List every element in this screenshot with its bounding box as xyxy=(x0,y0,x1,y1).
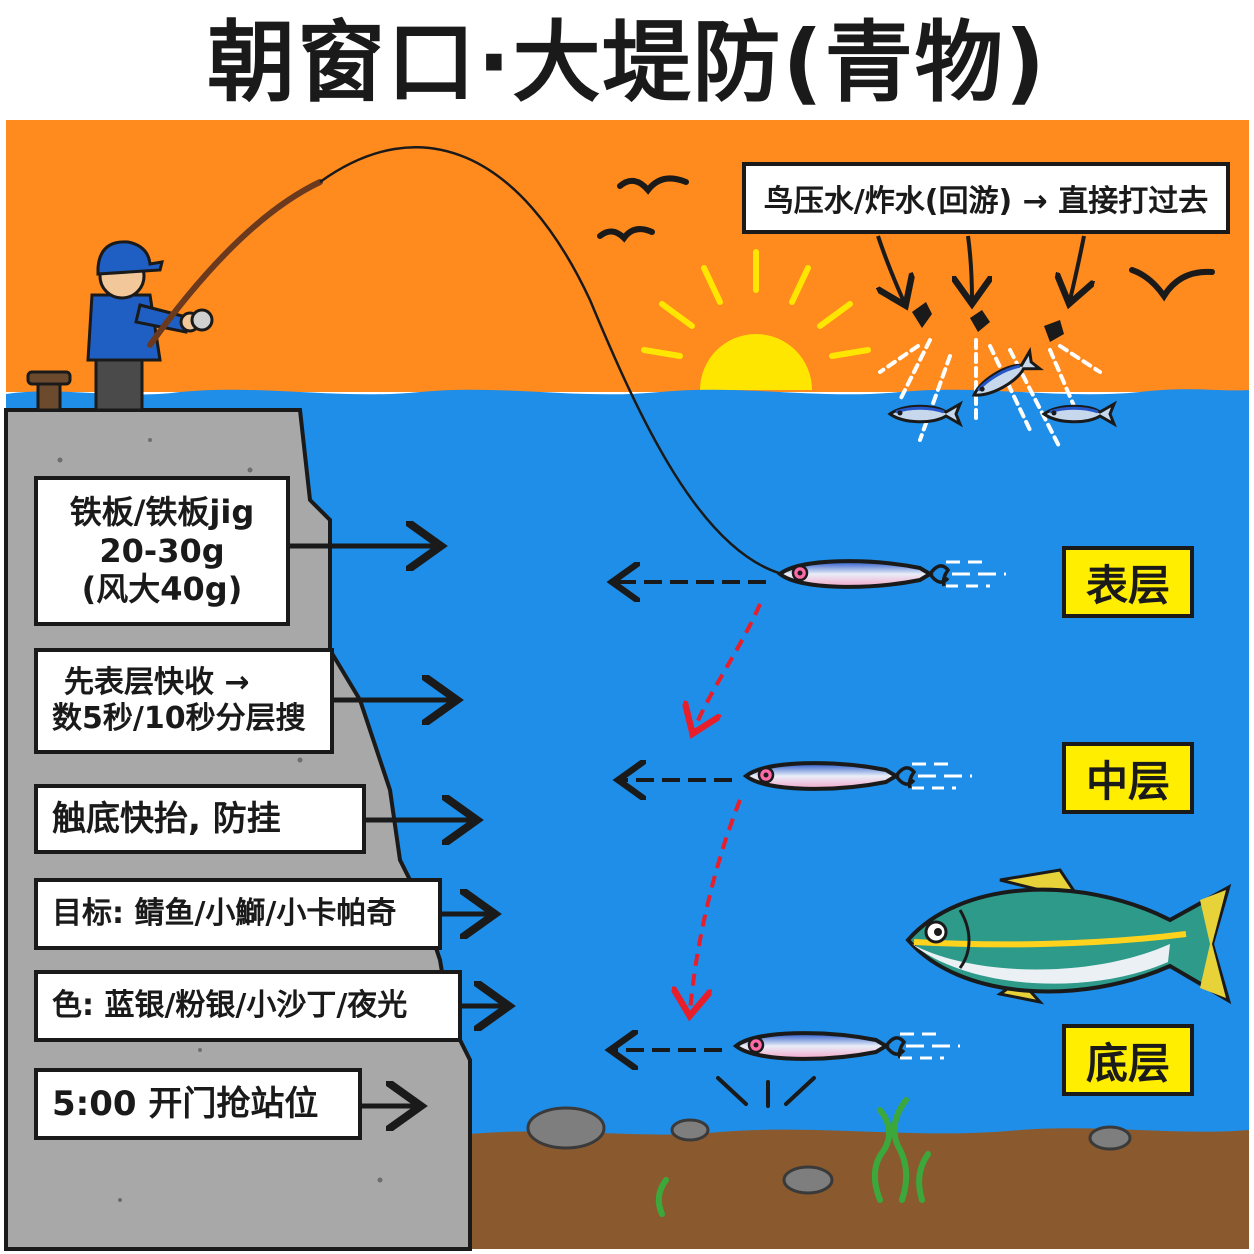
fishing-rod-icon xyxy=(147,179,323,348)
layer-label-surface: 表层 xyxy=(1062,546,1194,618)
seaweed-icon xyxy=(655,1097,931,1217)
tip-lure-weight: 铁板/铁板jig 20-30g (风大40g) xyxy=(34,476,290,626)
tip-line: 铁板/铁板jig xyxy=(69,493,255,532)
tip-line: 20-30g xyxy=(99,531,225,570)
tip-bottom-lift: 触底快抬, 防挂 xyxy=(34,784,366,854)
layer-label-bottom: 底层 xyxy=(1062,1024,1194,1096)
tip-colors: 色: 蓝银/粉银/小沙丁/夜光 xyxy=(34,970,462,1042)
tip-line: 5:00 开门抢站位 xyxy=(52,1083,319,1124)
tip-targets: 目标: 鲭鱼/小鰤/小卡帕奇 xyxy=(34,878,442,950)
rock-icon xyxy=(526,1106,1132,1195)
tip-line: (风大40g) xyxy=(81,570,243,609)
angler-figure xyxy=(86,240,214,412)
tip-line: 色: 蓝银/粉银/小沙丁/夜光 xyxy=(52,988,408,1023)
sky xyxy=(6,120,1249,392)
tip-start-time: 5:00 开门抢站位 xyxy=(34,1068,362,1140)
page-title: 朝窗口·大堤防(青物) xyxy=(207,11,1047,114)
bird-icon xyxy=(1129,267,1215,302)
layer-label-middle: 中层 xyxy=(1062,742,1194,814)
tip-line: 触底快抬, 防挂 xyxy=(52,798,281,839)
tip-layer-search: 先表层快收 → 数5秒/10秒分层搜 xyxy=(34,648,334,754)
sun-icon xyxy=(641,249,871,390)
diving-bird-icon xyxy=(912,302,1064,342)
tip-line: 数5秒/10秒分层搜 xyxy=(52,701,306,736)
fishing-line xyxy=(319,146,783,576)
bird-pressure-callout: 鸟压水/炸水(回游) → 直接打过去 xyxy=(742,162,1230,234)
tip-line: 先表层快收 → xyxy=(64,665,250,700)
bird-icon xyxy=(617,175,689,195)
tip-line: 目标: 鲭鱼/小鰤/小卡帕奇 xyxy=(52,896,397,931)
yellowtail-fish-icon xyxy=(905,868,1232,1005)
bird-icon xyxy=(597,226,655,243)
bollard-icon xyxy=(26,370,72,412)
seabed xyxy=(470,1128,1249,1249)
